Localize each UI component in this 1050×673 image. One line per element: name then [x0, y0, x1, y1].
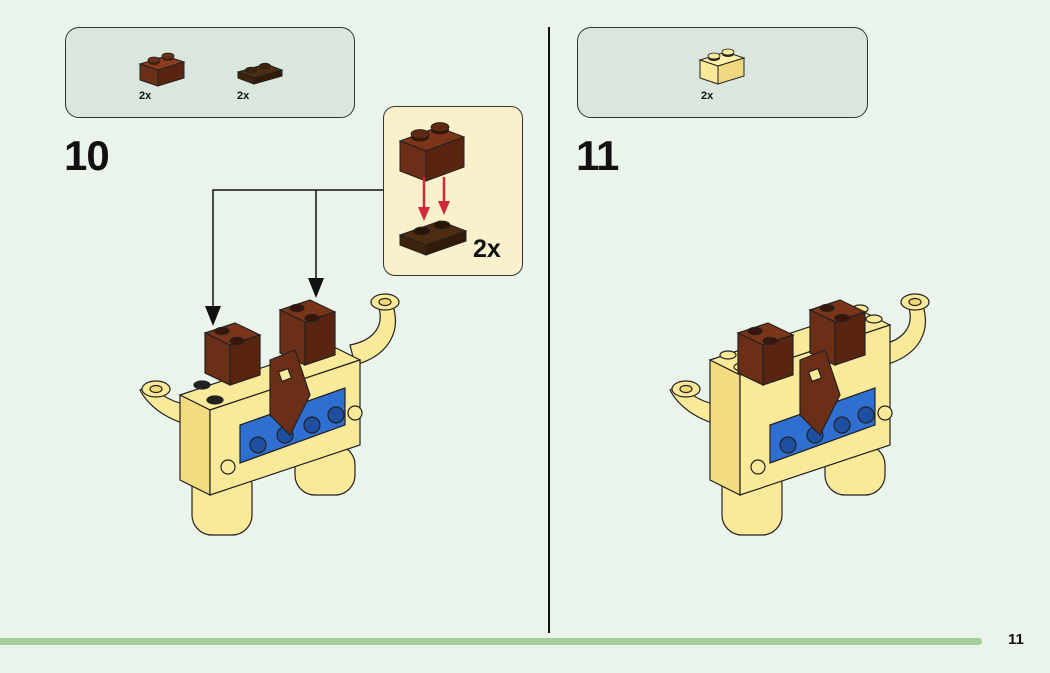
part-qty: 2x — [139, 90, 152, 102]
leader-line — [212, 189, 383, 312]
plate-1x2-dark-brown-icon — [398, 220, 468, 256]
parts-list-step-11: 2x — [577, 27, 868, 118]
brick-1x2-light-yellow-icon — [698, 48, 746, 85]
arrow-down-icon — [308, 278, 324, 298]
brick-1x2-reddish-brown-icon — [138, 52, 186, 87]
brick-1x2-reddish-brown-icon — [398, 122, 466, 182]
sub-assembly-callout: 2x — [383, 106, 523, 276]
model-step-11 — [669, 293, 930, 536]
step-number: 11 — [576, 132, 619, 179]
page-number: 11 — [1008, 631, 1024, 648]
assembly-arrow-icon — [418, 177, 450, 221]
model-step-10 — [139, 293, 400, 536]
progress-bar — [0, 638, 982, 645]
part-qty: 2x — [701, 90, 714, 102]
part-qty: 2x — [237, 90, 250, 102]
step-divider — [548, 27, 550, 633]
callout-qty: 2x — [473, 235, 501, 263]
plate-1x2-dark-brown-icon — [236, 62, 284, 85]
step-number: 10 — [64, 132, 110, 179]
arrow-down-icon — [205, 306, 221, 326]
parts-list-step-10: 2x 2x — [65, 27, 355, 118]
